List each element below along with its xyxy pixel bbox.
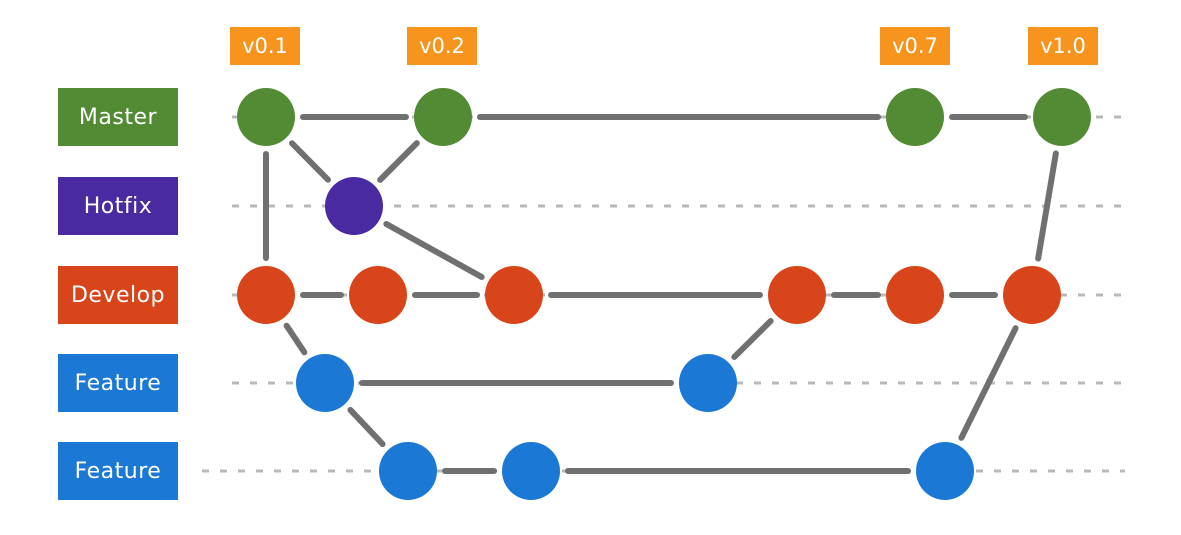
commit-f1	[296, 354, 354, 412]
lane-label-master: Master	[58, 88, 178, 146]
commit-g2	[502, 442, 560, 500]
version-tag-v0-7: v0.7	[880, 27, 950, 65]
commit-m2	[414, 88, 472, 146]
edge-f1-g1	[347, 406, 386, 448]
version-tag-v1-0: v1.0	[1028, 27, 1098, 65]
lane-label-develop: Develop	[58, 266, 178, 324]
edge-f2-d4	[731, 318, 774, 360]
version-tag-v0-1: v0.1	[230, 27, 300, 65]
commit-g1	[379, 442, 437, 500]
edge-d1-f1	[283, 322, 308, 356]
edge-g3-d6	[958, 325, 1019, 441]
edge-d6-m4	[1035, 150, 1059, 262]
version-tag-v0-2: v0.2	[407, 27, 477, 65]
commit-d1	[237, 266, 295, 324]
commit-h1	[325, 177, 383, 235]
edge-h1-m2	[377, 140, 420, 183]
edge-h1-d3	[383, 220, 485, 281]
commit-m3	[886, 88, 944, 146]
commit-m4	[1033, 88, 1091, 146]
commit-d5	[886, 266, 944, 324]
commit-d3	[485, 266, 543, 324]
lane-label-feature-2: Feature	[58, 442, 178, 500]
commit-d4	[768, 266, 826, 324]
lane-label-feature-1: Feature	[58, 354, 178, 412]
commit-m1	[237, 88, 295, 146]
commit-g3	[916, 442, 974, 500]
lane-label-hotfix: Hotfix	[58, 177, 178, 235]
commit-d2	[349, 266, 407, 324]
commit-f2	[679, 354, 737, 412]
commit-d6	[1003, 266, 1061, 324]
edge-m1-h1	[289, 140, 331, 183]
